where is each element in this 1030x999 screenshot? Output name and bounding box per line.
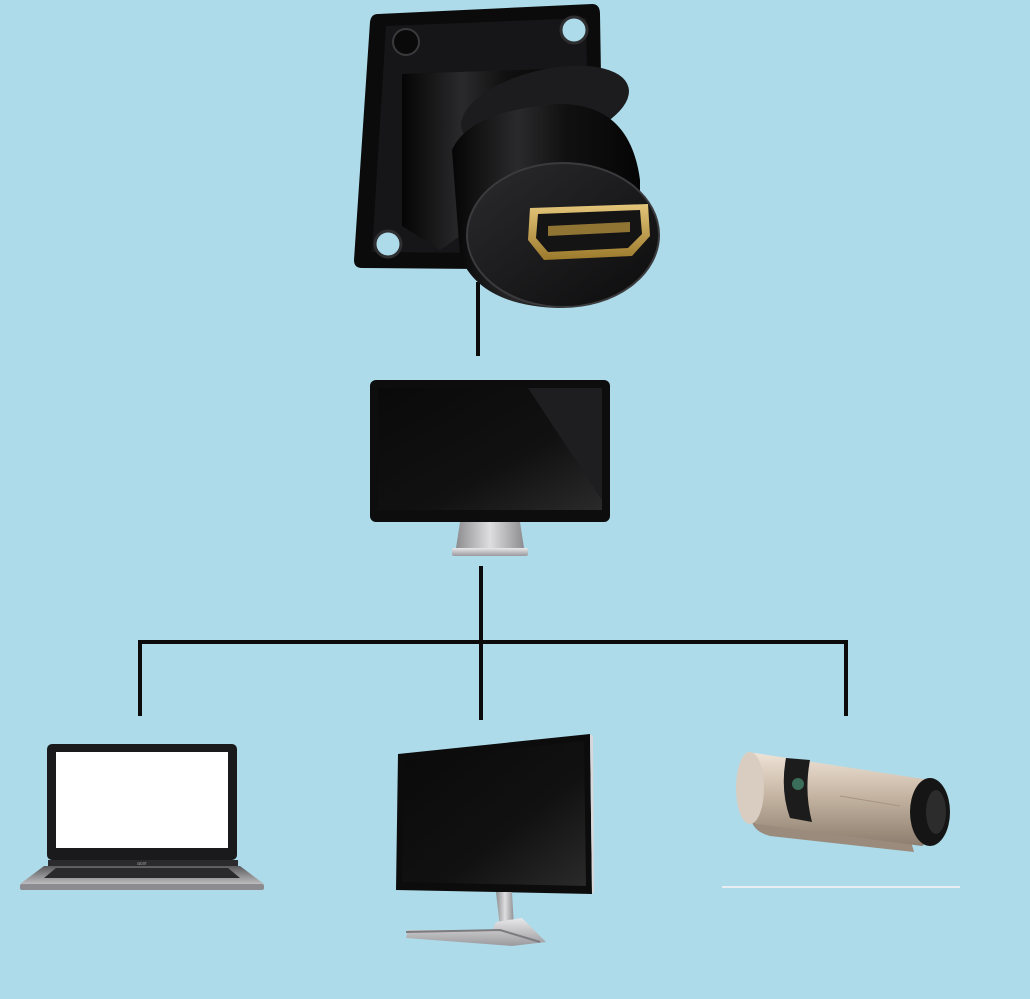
laptop-brand-logo: acer <box>137 861 147 867</box>
monitor-stand <box>496 892 514 928</box>
hdmi-panel-connector-icon <box>354 4 660 308</box>
projector-sensor <box>792 778 804 790</box>
monitor-stand <box>456 522 524 548</box>
mini-projector-icon <box>722 752 960 888</box>
mounting-hole <box>392 28 420 56</box>
widescreen-monitor-icon <box>396 734 594 946</box>
connector-lines <box>138 282 848 720</box>
laptop-screen <box>56 752 228 848</box>
monitor-screen <box>402 741 586 886</box>
desktop-monitor-icon <box>370 380 610 556</box>
mounting-hole <box>373 229 403 259</box>
hdmi-port-icon <box>528 204 650 260</box>
mounting-hole <box>559 15 589 45</box>
laptop-icon: acer <box>20 744 264 890</box>
